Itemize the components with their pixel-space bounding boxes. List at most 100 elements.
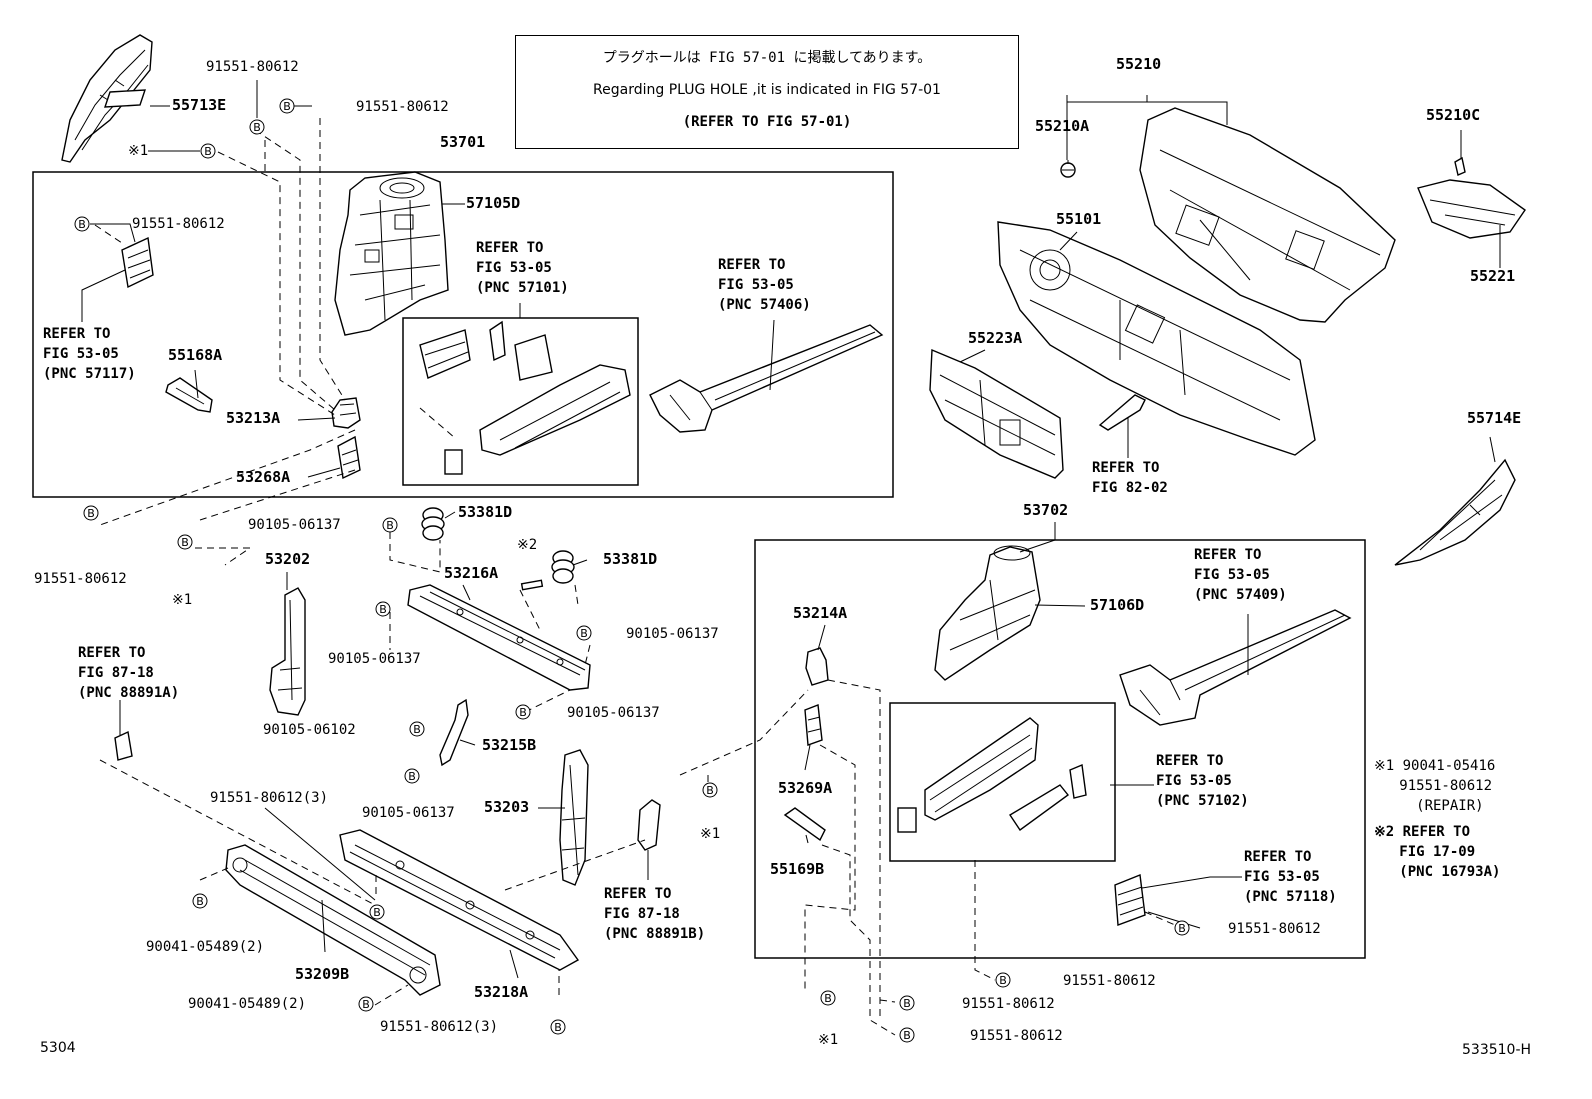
part-53202-drawing xyxy=(269,587,306,716)
bolt-label-90041-05489-2-a: 90041-05489(2) xyxy=(146,939,265,955)
part-55713E-drawing xyxy=(61,34,153,163)
svg-text:B: B xyxy=(903,997,911,1010)
part-55223A-drawing xyxy=(929,348,1064,479)
bolt-symbol-1: B xyxy=(279,98,295,114)
bolt-symbol-21: B xyxy=(995,972,1011,988)
svg-text:B: B xyxy=(999,974,1007,987)
bolt-label-90105-06137-d: 90105-06137 xyxy=(567,705,660,721)
mark-1-left: ※1 xyxy=(172,592,193,608)
part-label-53209B: 53209B xyxy=(295,965,350,983)
part-53381D-a-drawing xyxy=(421,507,445,541)
part-53213A-drawing xyxy=(331,397,361,429)
bolt-label-91551-right-c: 91551-80612 xyxy=(962,996,1055,1012)
part-mark2-piece-drawing xyxy=(520,579,544,591)
bolt-label-90105-06137-c: 90105-06137 xyxy=(626,626,719,642)
part-53214A-drawing xyxy=(805,647,829,686)
part-55168A-drawing xyxy=(165,377,213,413)
svg-text:B: B xyxy=(78,218,86,231)
bolt-symbol-18: B xyxy=(820,990,836,1006)
part-88891A-drawing xyxy=(114,730,133,761)
part-label-53269A: 53269A xyxy=(778,779,833,797)
part-label-53202: 53202 xyxy=(265,550,311,568)
bolt-symbol-6: B xyxy=(177,534,193,550)
footnote-1: ※1 90041-05416 91551-80612 (REPAIR) xyxy=(1374,758,1496,814)
part-label-53702: 53702 xyxy=(1023,501,1069,519)
bolt-symbol-3: B xyxy=(200,143,216,159)
part-label-55169B: 55169B xyxy=(770,860,825,878)
part-53218A-drawing xyxy=(339,829,580,971)
refer-57101: REFER TO FIG 53-05 (PNC 57101) xyxy=(476,240,569,296)
part-label-57105D: 57105D xyxy=(466,194,521,212)
part-53216A-drawing xyxy=(407,584,591,691)
part-label-55210C: 55210C xyxy=(1426,106,1481,124)
part-57409-rail-drawing xyxy=(1119,609,1352,726)
bolt-label-91551-left: 91551-80612 xyxy=(34,571,127,587)
bolt-symbol-19: B xyxy=(899,995,915,1011)
part-label-53216A: 53216A xyxy=(444,564,499,582)
leader-lines xyxy=(81,80,1501,979)
part-57106D-drawing xyxy=(934,545,1041,681)
refer-57406: REFER TO FIG 53-05 (PNC 57406) xyxy=(718,257,811,313)
part-57406-rail-drawing xyxy=(649,324,884,433)
bolt-label-91551-right-b: 91551-80612 xyxy=(1063,973,1156,989)
svg-text:B: B xyxy=(253,121,261,134)
part-57105D-drawing xyxy=(334,171,449,336)
svg-text:B: B xyxy=(204,145,212,158)
part-label-55714E: 55714E xyxy=(1467,409,1522,427)
refer-88891B: REFER TO FIG 87-18 (PNC 88891B) xyxy=(604,886,706,942)
svg-text:B: B xyxy=(373,906,381,919)
bolt-label-90105-06137-e: 90105-06137 xyxy=(362,805,455,821)
part-53209B-drawing xyxy=(225,844,441,996)
svg-text:B: B xyxy=(181,536,189,549)
part-label-53701: 53701 xyxy=(440,133,486,151)
footnote-2: ※2 REFER TO FIG 17-09 (PNC 16793A) xyxy=(1374,824,1501,880)
bolt-label-91551-box-left: 91551-80612 xyxy=(132,216,225,232)
part-55221-drawing xyxy=(1417,179,1526,239)
bolt-symbol-14: B xyxy=(369,904,385,920)
part-label-53213A: 53213A xyxy=(226,409,281,427)
bolt-symbol-13: B xyxy=(192,893,208,909)
part-82-02-bracket-drawing xyxy=(1098,394,1146,431)
part-bracket-57117-drawing xyxy=(121,236,154,289)
part-57101-assembly-drawing xyxy=(419,320,631,475)
part-53381D-b-drawing xyxy=(551,550,575,584)
mark-1-top: ※1 xyxy=(128,143,149,159)
part-label-55223A: 55223A xyxy=(968,329,1023,347)
bolt-symbol-17: B xyxy=(702,782,718,798)
svg-text:B: B xyxy=(362,998,370,1011)
svg-text:B: B xyxy=(554,1021,562,1034)
bolt-symbols: B B B B B B B B B B B B B B B B B B B B … xyxy=(74,98,1190,1043)
svg-text:B: B xyxy=(408,770,416,783)
part-label-53215B: 53215B xyxy=(482,736,537,754)
refer-57118: REFER TO FIG 53-05 (PNC 57118) xyxy=(1244,849,1337,905)
svg-text:B: B xyxy=(386,519,394,532)
subgroup-box-57102 xyxy=(889,702,1116,862)
refer-57117: REFER TO FIG 53-05 (PNC 57117) xyxy=(43,326,136,382)
part-53215B-drawing xyxy=(439,698,469,767)
part-label-53381D-b: 53381D xyxy=(603,550,658,568)
bolt-label-90105-06102: 90105-06102 xyxy=(263,722,356,738)
part-55714E-drawing xyxy=(1394,458,1516,566)
mark-1-bottom: ※1 xyxy=(818,1032,839,1048)
part-57118-drawing xyxy=(1114,874,1146,926)
bolt-label-90041-05489-2-b: 90041-05489(2) xyxy=(188,996,307,1012)
svg-text:B: B xyxy=(580,627,588,640)
bolt-label-91551-80612-3-a: 91551-80612(3) xyxy=(210,790,329,806)
refer-57409: REFER TO FIG 53-05 (PNC 57409) xyxy=(1194,547,1287,603)
bolt-label-91551-top: 91551-80612 xyxy=(206,59,299,75)
figure-number: 5304 xyxy=(40,1040,76,1056)
svg-text:B: B xyxy=(903,1029,911,1042)
svg-text:B: B xyxy=(87,507,95,520)
part-55210A-drawing xyxy=(1060,160,1076,178)
svg-text:B: B xyxy=(706,784,714,797)
part-53203-drawing xyxy=(559,749,589,886)
part-label-55713E: 55713E xyxy=(172,96,227,114)
svg-text:B: B xyxy=(519,706,527,719)
bolt-symbol-5: B xyxy=(83,505,99,521)
svg-text:B: B xyxy=(196,895,204,908)
part-55210C-drawing xyxy=(1454,156,1466,176)
refer-88891A: REFER TO FIG 87-18 (PNC 88891A) xyxy=(78,645,180,701)
part-55169B-drawing xyxy=(783,807,826,842)
bolt-label-91551-right-a: 91551-80612 xyxy=(1228,921,1321,937)
